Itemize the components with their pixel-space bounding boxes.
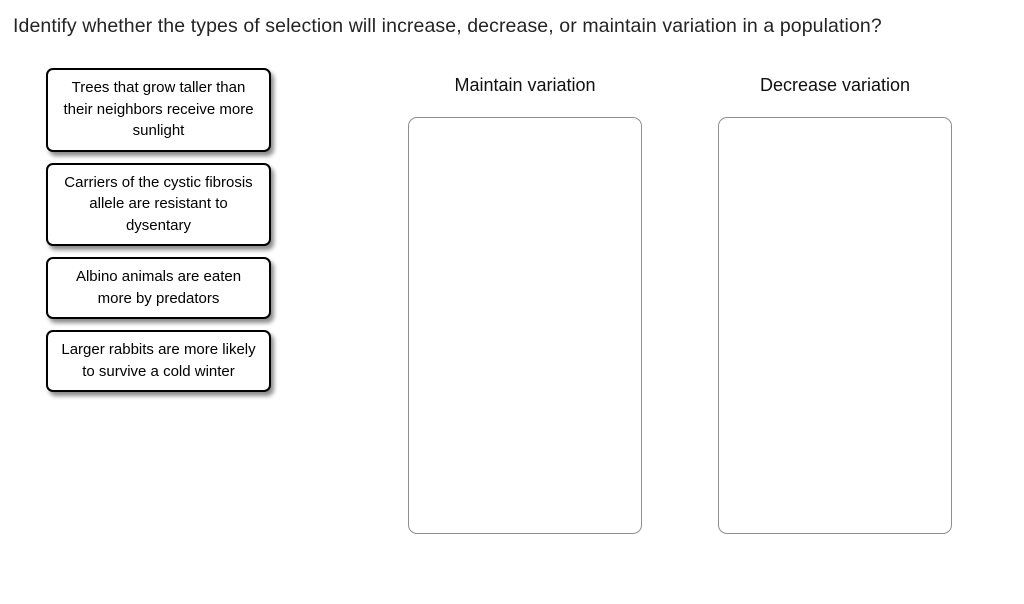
dropzone-maintain[interactable] bbox=[408, 117, 642, 534]
draggable-card-trees[interactable]: Trees that grow taller than their neighb… bbox=[46, 68, 271, 152]
card-label: Albino animals are eaten more by predato… bbox=[75, 268, 242, 307]
draggable-cards-list: Trees that grow taller than their neighb… bbox=[46, 68, 271, 392]
dropzone-decrease[interactable] bbox=[718, 117, 952, 534]
dropzone-label-maintain: Maintain variation bbox=[454, 75, 596, 95]
dropzone-column-maintain: Maintain variation bbox=[408, 74, 642, 534]
draggable-card-albino[interactable]: Albino animals are eaten more by predato… bbox=[46, 257, 271, 319]
card-label: Carriers of the cystic fibrosis allele a… bbox=[64, 173, 253, 234]
question-prompt: Identify whether the types of selection … bbox=[13, 15, 882, 37]
dropzone-label-decrease: Decrease variation bbox=[759, 75, 911, 95]
draggable-card-rabbits[interactable]: Larger rabbits are more likely to surviv… bbox=[46, 330, 271, 392]
card-label: Trees that grow taller than their neighb… bbox=[63, 79, 254, 139]
draggable-card-carriers[interactable]: Carriers of the cystic fibrosis allele a… bbox=[46, 162, 271, 246]
card-label: Larger rabbits are more likely to surviv… bbox=[61, 341, 256, 380]
dropzone-column-decrease: Decrease variation bbox=[718, 74, 952, 534]
